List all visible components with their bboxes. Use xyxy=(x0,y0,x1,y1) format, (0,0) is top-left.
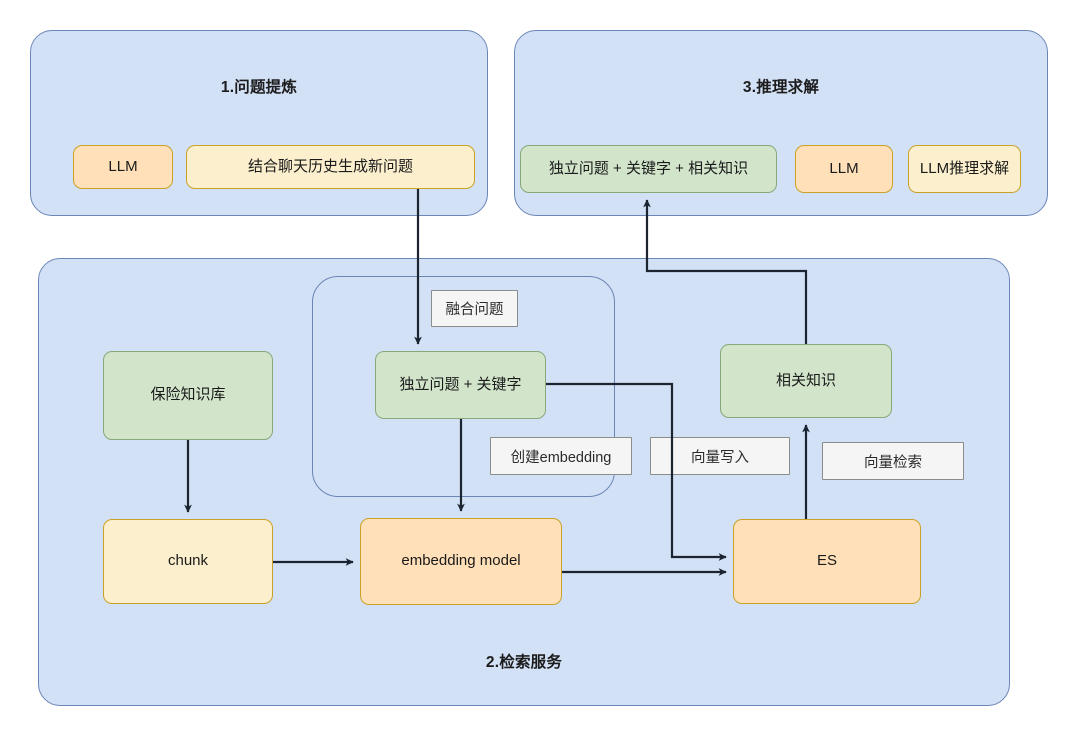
node-llm-1[interactable]: LLM xyxy=(73,145,173,189)
node-es[interactable]: ES xyxy=(733,519,921,604)
node-independent-question-keyword[interactable]: 独立问题 + 关键字 xyxy=(375,351,546,419)
edge-label-vector-search: 向量检索 xyxy=(822,442,964,480)
panel-stage2-title: 2.检索服务 xyxy=(485,654,563,671)
node-embedding-model[interactable]: embedding model xyxy=(360,518,562,605)
edge-label-vector-write: 向量写入 xyxy=(650,437,790,475)
edge-label-create-embedding: 创建embedding xyxy=(490,437,632,475)
node-llm-3[interactable]: LLM xyxy=(795,145,893,193)
edge-label-merge-question: 融合问题 xyxy=(431,290,518,327)
node-insurance-kb[interactable]: 保险知识库 xyxy=(103,351,273,440)
panel-stage3-title: 3.推理求解 xyxy=(742,79,820,96)
node-gen-new-question[interactable]: 结合聊天历史生成新问题 xyxy=(186,145,475,189)
panel-stage1-title: 1.问题提炼 xyxy=(220,79,298,96)
node-related-knowledge[interactable]: 相关知识 xyxy=(720,344,892,418)
node-llm-reasoning[interactable]: LLM推理求解 xyxy=(908,145,1021,193)
node-question-keyword-knowledge[interactable]: 独立问题 + 关键字 + 相关知识 xyxy=(520,145,777,193)
node-chunk[interactable]: chunk xyxy=(103,519,273,604)
